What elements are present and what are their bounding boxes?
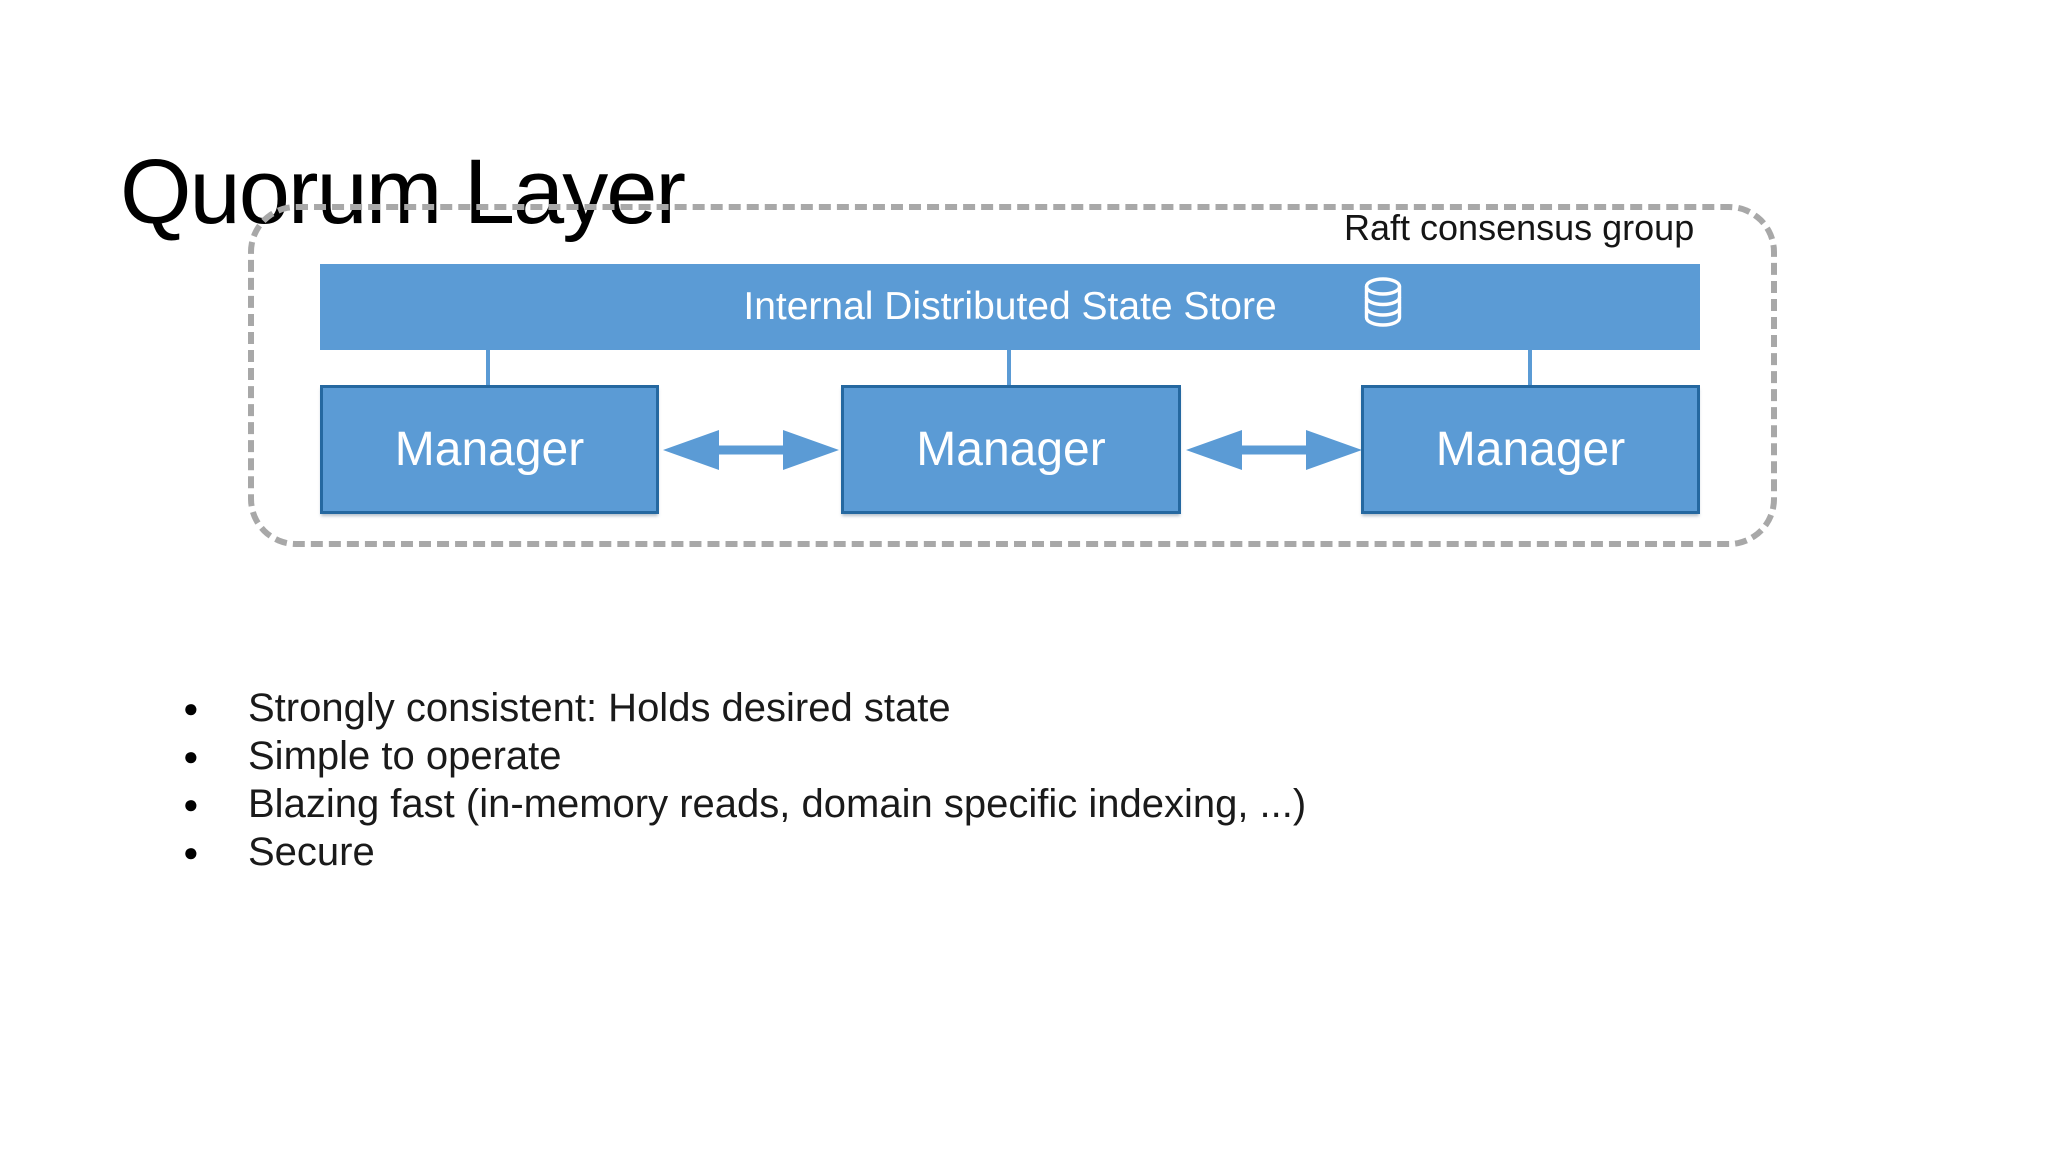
list-item: ● Strongly consistent: Holds desired sta… (183, 684, 1306, 732)
bidirectional-arrow-icon (663, 430, 839, 470)
manager-label: Manager (916, 423, 1106, 476)
list-item: ● Blazing fast (in-memory reads, domain … (183, 780, 1306, 828)
connector-line-left (486, 349, 490, 386)
manager-box-3: Manager (1361, 385, 1700, 514)
bullet-icon: ● (183, 789, 199, 819)
bullet-icon: ● (183, 693, 199, 723)
list-item: ● Simple to operate (183, 732, 1306, 780)
connector-line-right (1528, 349, 1532, 386)
bullet-icon: ● (183, 741, 199, 771)
manager-label: Manager (394, 423, 585, 476)
page-title: Quorum Layer (120, 140, 686, 243)
manager-box-1: Manager (320, 385, 659, 514)
list-item-text: Secure (248, 830, 375, 874)
list-item-text: Blazing fast (in-memory reads, domain sp… (248, 782, 1307, 826)
list-item-text: Strongly consistent: Holds desired state (248, 686, 951, 730)
list-item-text: Simple to operate (248, 734, 562, 778)
raft-consensus-group-label: Raft consensus group (1344, 207, 1695, 248)
bidirectional-arrow-icon (1186, 430, 1362, 470)
list-item: ● Secure (183, 828, 1306, 876)
connector-line-middle (1007, 349, 1011, 386)
database-icon (1364, 277, 1402, 327)
state-store-label: Internal Distributed State Store (743, 285, 1277, 328)
manager-label: Manager (1435, 423, 1626, 476)
feature-list: ● Strongly consistent: Holds desired sta… (183, 684, 1306, 876)
bullet-icon: ● (183, 837, 199, 867)
state-store-bar: Internal Distributed State Store (320, 264, 1700, 350)
raft-consensus-group-container (248, 204, 1777, 547)
manager-box-2: Manager (841, 385, 1181, 514)
